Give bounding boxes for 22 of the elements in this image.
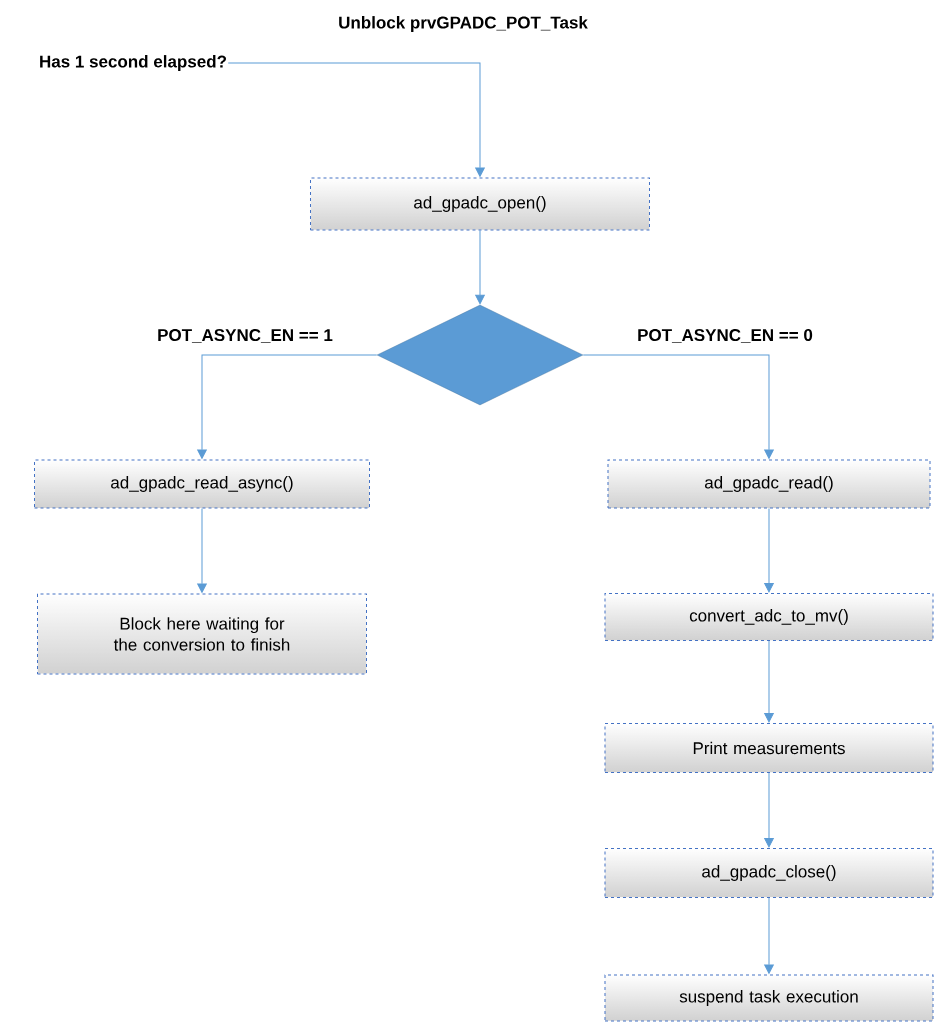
arrow xyxy=(197,508,207,593)
process-box: ad_gpadc_open() xyxy=(310,177,650,231)
edge-label: POT_ASYNC_EN == 0 xyxy=(636,328,814,344)
decision-diamond xyxy=(376,304,584,406)
arrow xyxy=(764,640,774,723)
process-box: Block here waiting for the conversion to finish xyxy=(37,593,367,675)
process-box: Print measurements xyxy=(604,723,934,773)
process-box: suspend task execution xyxy=(604,974,934,1022)
edge-label: POT_ASYNC_EN == 1 xyxy=(156,328,334,344)
question-text: Has 1 second elapsed? xyxy=(40,55,226,71)
arrow xyxy=(764,897,774,974)
process-box: ad_gpadc_read() xyxy=(607,459,931,509)
arrow xyxy=(764,772,774,848)
process-box: ad_gpadc_close() xyxy=(604,848,934,898)
arrow xyxy=(582,354,774,459)
arrow xyxy=(764,508,774,593)
arrow xyxy=(227,62,485,177)
title: Unblock prvGPADC_POT_Task xyxy=(339,16,588,32)
process-box: ad_gpadc_read_async() xyxy=(34,459,370,509)
arrow xyxy=(197,354,378,459)
process-box: convert_adc_to_mv() xyxy=(604,593,934,641)
arrow xyxy=(475,230,485,305)
